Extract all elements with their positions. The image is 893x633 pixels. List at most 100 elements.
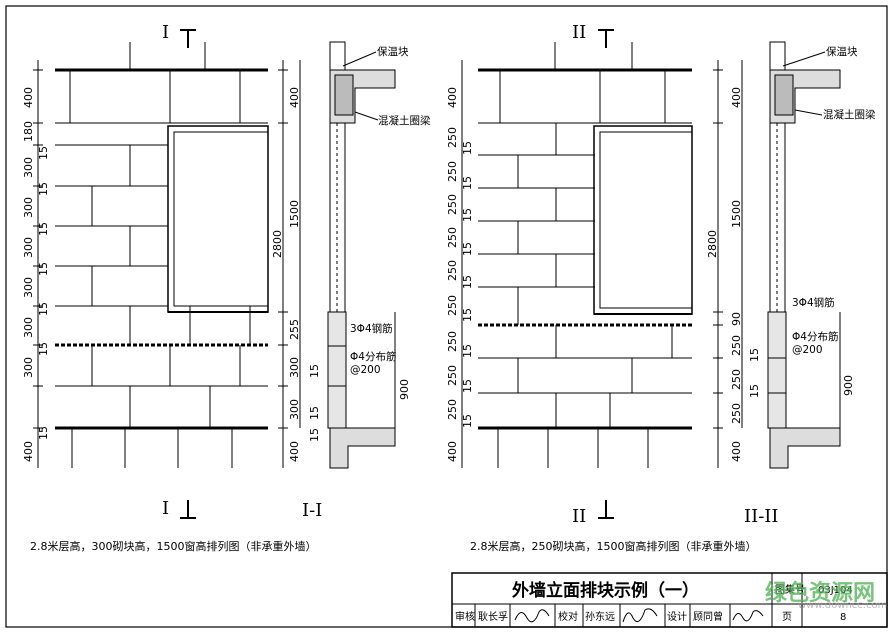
drawing-title: 外墙立面排块示例（一）	[512, 580, 699, 601]
section-arrow-icon	[598, 500, 614, 519]
svg-text:混凝土圈梁: 混凝土圈梁	[378, 114, 431, 127]
svg-text:400: 400	[730, 87, 743, 108]
svg-text:90: 90	[730, 312, 743, 326]
svg-text:15: 15	[37, 222, 50, 236]
svg-text:15: 15	[461, 379, 474, 393]
left-dims-text: 400 180 15 300 15 300 15 300 15 300 15 3…	[22, 87, 50, 462]
svg-text:Φ4分布筋: Φ4分布筋	[350, 350, 396, 363]
svg-text:15: 15	[37, 342, 50, 356]
svg-text:15: 15	[37, 182, 50, 196]
svg-text:15: 15	[461, 242, 474, 256]
signature-icon	[622, 608, 658, 623]
svg-text:混凝土圈梁: 混凝土圈梁	[823, 108, 876, 121]
svg-text:250: 250	[446, 194, 459, 215]
svg-text:1500: 1500	[288, 200, 301, 228]
svg-text:15: 15	[37, 262, 50, 276]
svg-text:300: 300	[288, 357, 301, 378]
watermark-url: www.downcc.com	[798, 600, 887, 611]
svg-text:3Φ4钢筋: 3Φ4钢筋	[350, 322, 393, 335]
right-dims-text: 400 250 15 250 15 250 15 250 15 250 15 2…	[446, 87, 474, 462]
left-section-drawing	[278, 41, 396, 469]
svg-text:250: 250	[446, 399, 459, 420]
svg-text:300: 300	[22, 357, 35, 378]
left-elevation-dims	[33, 69, 43, 429]
left-section-bottom: I	[162, 498, 169, 519]
svg-text:300: 300	[22, 237, 35, 258]
right-caption: 2.8米层高，250砌块高，1500窗高排列图（非承重外墙）	[470, 539, 756, 553]
svg-text:400: 400	[288, 87, 301, 108]
svg-text:300: 300	[22, 157, 35, 178]
svg-text:15: 15	[37, 426, 50, 440]
svg-text:400: 400	[446, 441, 459, 462]
svg-text:250: 250	[446, 365, 459, 386]
design-label: 设计	[667, 610, 687, 623]
right-elevation	[461, 42, 693, 468]
svg-text:250: 250	[446, 161, 459, 182]
svg-text:250: 250	[446, 227, 459, 248]
svg-text:255: 255	[288, 319, 301, 340]
svg-text:300: 300	[22, 277, 35, 298]
page-no: 8	[840, 612, 846, 623]
right-section-drawing	[713, 41, 841, 469]
svg-text:400: 400	[288, 441, 301, 462]
svg-text:15: 15	[461, 208, 474, 222]
check-label: 校对	[558, 610, 578, 623]
svg-text:300: 300	[22, 197, 35, 218]
svg-text:保温块: 保温块	[826, 45, 858, 58]
page-label: 页	[782, 611, 792, 623]
svg-text:300: 300	[288, 399, 301, 420]
svg-text:@200: @200	[792, 344, 823, 356]
title-block	[451, 572, 888, 628]
svg-text:@200: @200	[350, 364, 381, 376]
svg-text:250: 250	[730, 403, 743, 424]
left-elevation	[37, 42, 269, 468]
svg-text:15: 15	[461, 344, 474, 358]
watermark-text: 绿色资源网	[765, 580, 875, 606]
svg-text:15: 15	[461, 275, 474, 289]
svg-text:300: 300	[22, 317, 35, 338]
svg-text:保温块: 保温块	[377, 45, 409, 58]
left-section-dims: 400 1500 2800 255 300 15 300 15 900 15 4…	[271, 87, 411, 462]
svg-text:15: 15	[461, 414, 474, 428]
svg-text:900: 900	[842, 375, 855, 396]
left-section-label: I-I	[302, 500, 322, 521]
svg-text:15: 15	[748, 384, 761, 398]
right-section-bottom: II	[572, 506, 586, 527]
svg-text:250: 250	[446, 331, 459, 352]
sheet-border	[5, 5, 888, 628]
svg-text:250: 250	[446, 260, 459, 281]
right-section-top: II	[572, 22, 586, 43]
section-arrow-icon	[598, 29, 614, 48]
svg-text:2800: 2800	[271, 230, 284, 258]
left-caption: 2.8米层高，300砌块高，1500窗高排列图（非承重外墙）	[30, 539, 316, 553]
svg-text:1500: 1500	[730, 200, 743, 228]
signature-icon	[732, 610, 764, 622]
svg-text:15: 15	[37, 302, 50, 316]
svg-text:250: 250	[446, 127, 459, 148]
svg-text:15: 15	[308, 364, 321, 378]
right-section-dims: 400 1500 2800 90 250 15 250 15 250 900 4…	[706, 87, 855, 462]
check-name: 孙东远	[585, 610, 615, 623]
atlas-no: 03J104	[818, 585, 853, 596]
svg-text:15: 15	[461, 176, 474, 190]
right-section-labels: 保温块 混凝土圈梁 3Φ4钢筋 Φ4分布筋 @200	[782, 45, 876, 356]
svg-text:15: 15	[748, 348, 761, 362]
svg-text:2800: 2800	[706, 230, 719, 258]
svg-text:250: 250	[730, 335, 743, 356]
svg-text:15: 15	[37, 146, 50, 160]
svg-text:400: 400	[446, 87, 459, 108]
svg-text:400: 400	[22, 441, 35, 462]
left-section-top: I	[162, 22, 169, 43]
signature-icon	[514, 609, 550, 623]
svg-text:15: 15	[461, 141, 474, 155]
review-label: 审核	[455, 610, 475, 623]
svg-text:15: 15	[461, 308, 474, 322]
design-name: 顾同曾	[693, 610, 723, 623]
svg-text:400: 400	[730, 441, 743, 462]
svg-text:Φ4分布筋: Φ4分布筋	[792, 330, 838, 343]
svg-text:180: 180	[22, 121, 35, 142]
svg-text:900: 900	[398, 379, 411, 400]
svg-text:15: 15	[308, 406, 321, 420]
svg-text:250: 250	[446, 295, 459, 316]
